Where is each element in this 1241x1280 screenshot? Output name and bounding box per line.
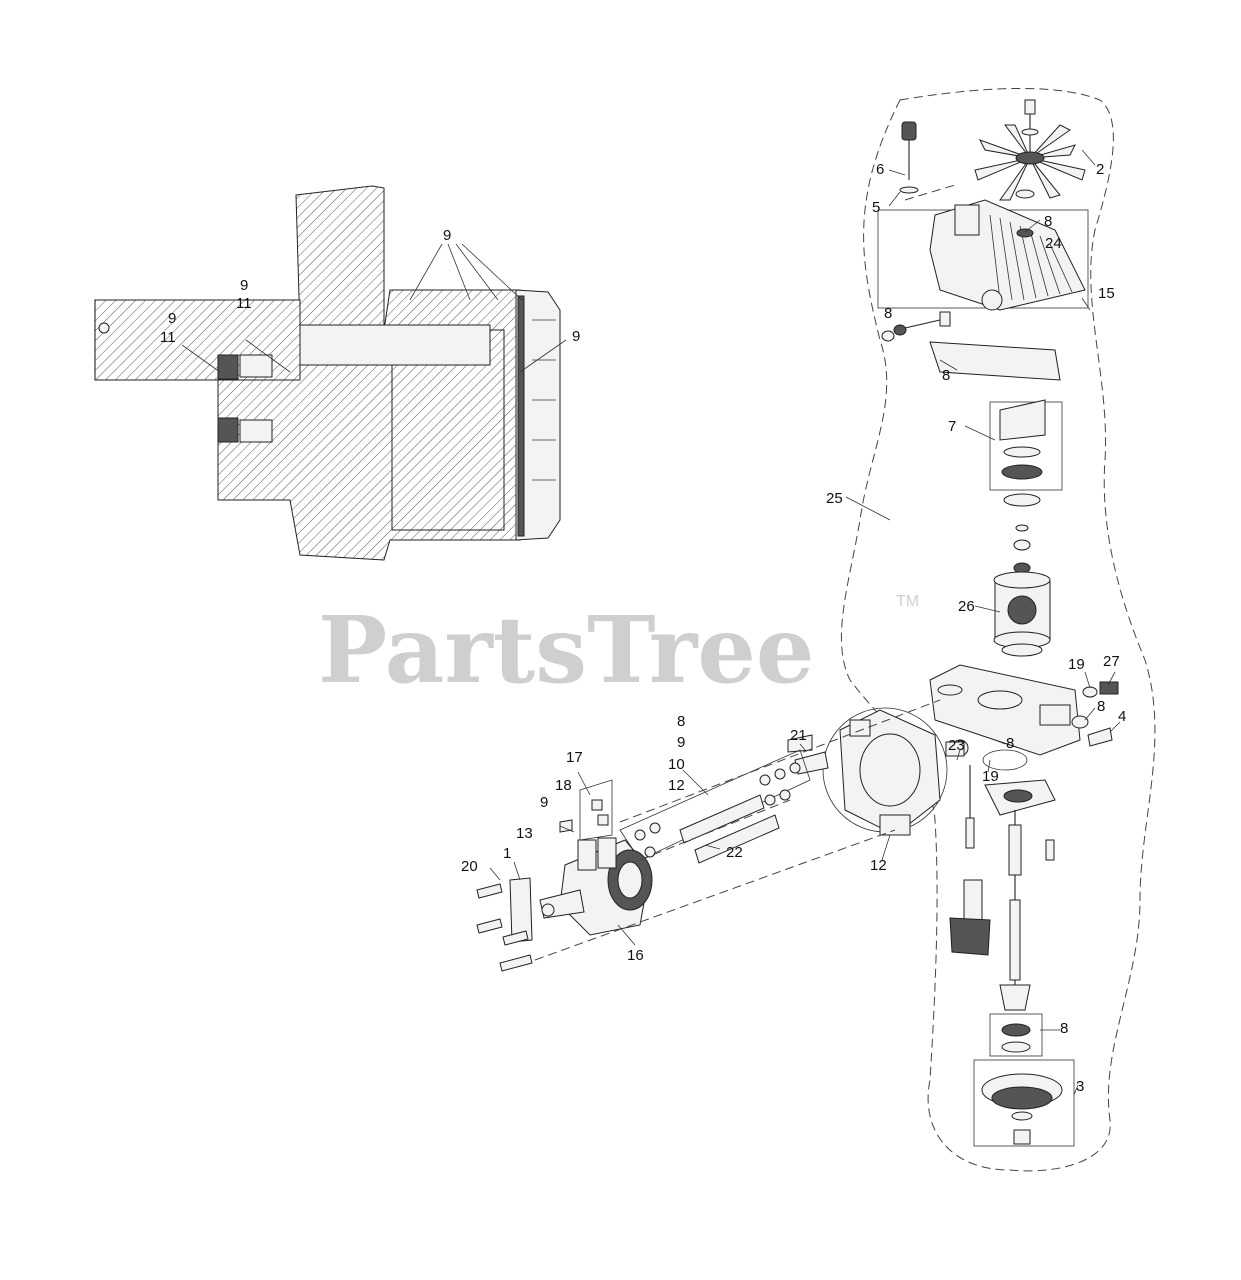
pulley bbox=[981, 1073, 1063, 1145]
callout-16: 16 bbox=[627, 947, 644, 964]
callout-17: 17 bbox=[566, 749, 583, 766]
pin-13 bbox=[559, 819, 573, 833]
callout-6: 6 bbox=[876, 161, 884, 178]
callout-12-housing: 12 bbox=[870, 857, 887, 874]
callout-4: 4 bbox=[1118, 708, 1126, 725]
callout-labels: 9 9 11 9 11 9 6 5 2 8 24 15 8 8 7 25 26 … bbox=[160, 161, 1126, 1095]
callout-8-cover-b: 8 bbox=[942, 367, 950, 384]
callout-9-valve: 9 bbox=[540, 794, 548, 811]
pulley-group-box bbox=[973, 1059, 1075, 1147]
callout-8-mid: 8 bbox=[1006, 735, 1014, 752]
callout-5: 5 bbox=[872, 199, 880, 216]
shaft-key-hole bbox=[98, 322, 110, 334]
callout-9-left-b: 9 bbox=[168, 310, 176, 327]
callout-24: 24 bbox=[1045, 235, 1062, 252]
valve-plate-box bbox=[579, 779, 613, 841]
piston-stack bbox=[619, 749, 811, 864]
trunnion-bearing-stack bbox=[989, 399, 1063, 551]
bearing-lower bbox=[239, 419, 273, 443]
callout-8-top: 8 bbox=[1044, 213, 1052, 230]
cylinder-block bbox=[993, 562, 1051, 657]
assembly-outline bbox=[840, 87, 1156, 1172]
shaft-core bbox=[299, 324, 491, 366]
seal-upper bbox=[217, 354, 239, 380]
callout-21: 21 bbox=[790, 727, 807, 744]
callout-20: 20 bbox=[461, 858, 478, 875]
callout-23: 23 bbox=[948, 737, 965, 754]
callout-8-side: 8 bbox=[1097, 698, 1105, 715]
cross-section-view bbox=[94, 185, 567, 561]
bearing-group-box bbox=[989, 1013, 1043, 1057]
callout-15: 15 bbox=[1098, 285, 1115, 302]
callout-12-stack: 12 bbox=[668, 777, 685, 794]
end-cover-section bbox=[515, 289, 561, 541]
pump-housing bbox=[822, 707, 948, 836]
callout-8-cover-a: 8 bbox=[884, 305, 892, 322]
callout-8-bottom: 8 bbox=[1060, 1020, 1068, 1037]
cooling-fan bbox=[974, 99, 1086, 201]
top-housing-cover bbox=[881, 199, 1086, 381]
watermark-trademark: TM bbox=[896, 593, 919, 610]
callout-9-right: 9 bbox=[572, 328, 580, 345]
fill-plug bbox=[899, 121, 919, 194]
leader-lines bbox=[489, 149, 1121, 1096]
bolts bbox=[476, 883, 533, 972]
callout-25: 25 bbox=[826, 490, 843, 507]
callout-1: 1 bbox=[503, 845, 511, 862]
callout-18: 18 bbox=[555, 777, 572, 794]
callout-13: 13 bbox=[516, 825, 533, 842]
callout-22: 22 bbox=[726, 844, 743, 861]
callout-26: 26 bbox=[958, 598, 975, 615]
alignment-lines bbox=[534, 184, 956, 961]
callout-2: 2 bbox=[1096, 161, 1104, 178]
callout-7: 7 bbox=[948, 418, 956, 435]
watermark-text: PartsTree bbox=[318, 596, 814, 704]
callout-3: 3 bbox=[1076, 1078, 1084, 1095]
callout-10-stack: 10 bbox=[668, 756, 685, 773]
callout-11-left-a: 11 bbox=[236, 295, 252, 312]
motor-shaft-assembly bbox=[949, 765, 1056, 1053]
mount-boss bbox=[295, 185, 385, 331]
end-plate bbox=[517, 295, 525, 537]
callout-9-stack: 9 bbox=[677, 734, 685, 751]
callout-19-mid: 19 bbox=[982, 768, 999, 785]
callout-9-left-a: 9 bbox=[240, 277, 248, 294]
callout-27: 27 bbox=[1103, 653, 1120, 670]
seal-lower bbox=[217, 417, 239, 443]
mounting-bracket bbox=[509, 877, 533, 943]
callout-11-left-b: 11 bbox=[160, 329, 176, 346]
bearing-upper bbox=[239, 354, 273, 378]
callout-8-stack: 8 bbox=[677, 713, 685, 730]
callout-9-top: 9 bbox=[443, 227, 451, 244]
callout-19-top: 19 bbox=[1068, 656, 1085, 673]
valve-part-18 bbox=[591, 799, 603, 811]
charge-pump-endcap bbox=[539, 837, 653, 936]
